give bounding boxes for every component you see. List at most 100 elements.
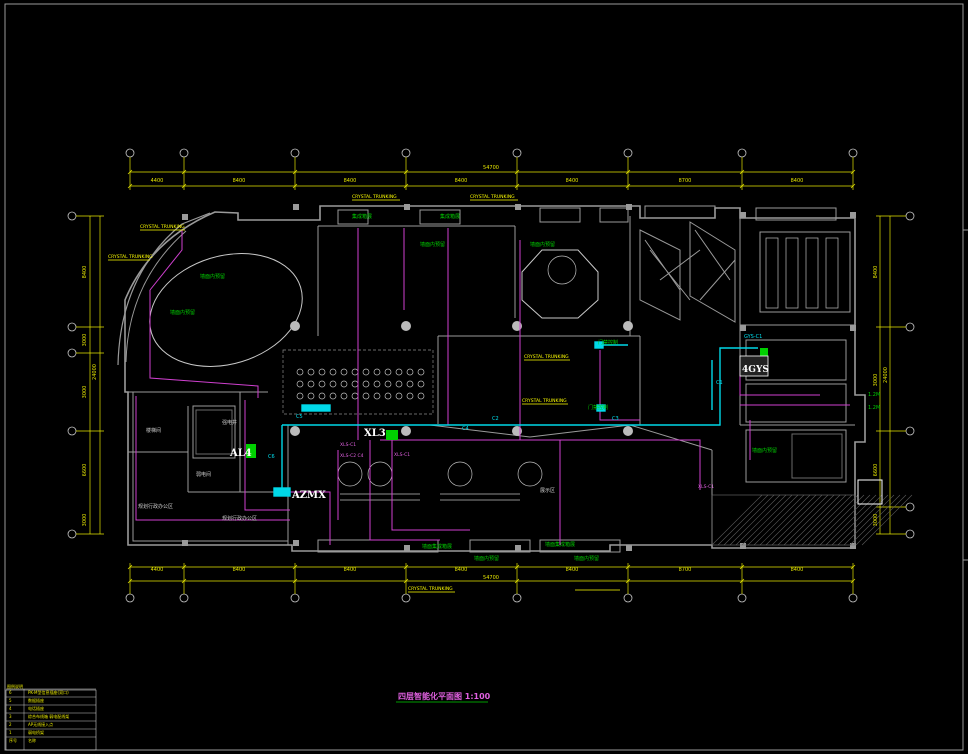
hatch-line	[771, 494, 823, 546]
chair	[384, 368, 392, 376]
green-label: 墙面集成箱展	[422, 543, 452, 550]
chair	[340, 392, 348, 400]
chair	[384, 392, 392, 400]
drawing-frame	[4, 3, 964, 751]
dim-left-span: 3000	[82, 386, 88, 399]
hatch-line	[831, 494, 883, 546]
xl3-panel-marker	[386, 430, 398, 440]
furniture	[282, 237, 839, 501]
hatch-line	[729, 494, 781, 546]
hatch-line	[711, 494, 763, 546]
dim-bottom-span: 8400	[791, 567, 804, 573]
green-label: 门禁控制	[598, 339, 618, 346]
chair	[373, 392, 381, 400]
cable-tag: XLS-C1	[698, 484, 714, 490]
chair	[395, 368, 403, 376]
green-label: 墙面内预留	[420, 241, 445, 248]
hatch-line	[795, 494, 847, 546]
trunking-tag: CRYSTAL TRUNKING	[524, 354, 569, 360]
legend-row-text: PK-M型信息插座(双口)	[28, 689, 69, 695]
chair	[318, 368, 326, 376]
chair	[373, 380, 381, 388]
dim-left-span: 6600	[82, 464, 88, 477]
hatch-line	[747, 494, 799, 546]
xl3-label: XL3	[364, 428, 386, 439]
dim-right-total: 24000	[883, 367, 889, 383]
building-walls	[117, 204, 866, 553]
chair	[406, 392, 414, 400]
hatch-line	[777, 494, 829, 546]
hatch-line	[759, 494, 811, 546]
dim-top-span: 8700	[679, 178, 692, 184]
dim-right-span: 3000	[873, 514, 879, 527]
room-label: 展示区	[540, 488, 555, 494]
cable-trays	[273, 341, 758, 497]
green-label: 墙面集成箱展	[545, 541, 575, 548]
chair	[307, 368, 315, 376]
cable-tag: C4	[462, 426, 469, 432]
hatch-line	[861, 494, 913, 546]
room-label: 楼梯间	[146, 427, 161, 434]
hatch-line	[837, 494, 889, 546]
legend-row-text: 数据插座	[28, 697, 44, 703]
cable-tag: C3	[612, 416, 619, 422]
chair	[406, 380, 414, 388]
legend-row-text: AP无线接入点	[28, 721, 53, 727]
dim-left-span: 3000	[82, 514, 88, 527]
legend-row-text: 名称	[28, 737, 36, 743]
chair	[307, 380, 315, 388]
chair	[362, 368, 370, 376]
trunking-tag: CRYSTAL TRUNKING	[108, 254, 153, 260]
chair	[417, 392, 425, 400]
hatch-line	[855, 494, 907, 546]
chair	[395, 380, 403, 388]
chair	[395, 392, 403, 400]
hatch-line	[765, 494, 817, 546]
chair	[417, 380, 425, 388]
cable-tag: C2	[492, 416, 499, 422]
chair	[296, 392, 304, 400]
hatch-line	[843, 494, 895, 546]
cable-tag: XLS-C1	[394, 452, 410, 458]
legend-row-number: 6	[9, 690, 12, 695]
legend-row-text: 电话插座	[28, 705, 44, 711]
chair	[362, 392, 370, 400]
chair	[384, 380, 392, 388]
hatch-line	[783, 494, 835, 546]
cable-tag: C1	[716, 380, 723, 386]
dim-bottom-span: 4400	[151, 567, 164, 573]
dim-top-span: 8400	[566, 178, 579, 184]
green-label: 门禁控制	[588, 404, 608, 411]
al4-panel-marker	[246, 444, 256, 458]
dim-right-span: 6600	[873, 464, 879, 477]
dimension-lines	[76, 157, 906, 594]
chair	[329, 380, 337, 388]
door-opening	[857, 479, 883, 505]
dim-bottom-total: 54700	[483, 575, 499, 581]
chair	[318, 380, 326, 388]
gys-label: 4GYS	[742, 365, 769, 375]
hatch-line	[741, 494, 793, 546]
dim-bottom-span: 8400	[455, 567, 468, 573]
cable-tag: C5	[296, 414, 303, 420]
chair	[340, 380, 348, 388]
legend-heading: 图例说明	[7, 683, 23, 689]
legend-row-text: 综合布线箱 弱电配线架	[28, 713, 69, 719]
green-label: 墙面内预留	[170, 309, 195, 316]
legend-row-number: 4	[9, 706, 12, 711]
cable-tag: C6	[268, 454, 275, 460]
drawing-title: 四层智能化平面图 1:100	[398, 691, 491, 701]
legend-row-number: 2	[9, 722, 12, 727]
azmx-label: AZMX	[291, 490, 326, 501]
dim-top-total: 54700	[483, 165, 499, 171]
green-label: 集成箱展	[440, 213, 460, 220]
chair	[362, 380, 370, 388]
chair	[329, 392, 337, 400]
green-label: 1.2M	[868, 392, 880, 398]
trunking-tag: CRYSTAL TRUNKING	[408, 586, 453, 592]
room-label: 弱电间	[196, 471, 211, 478]
